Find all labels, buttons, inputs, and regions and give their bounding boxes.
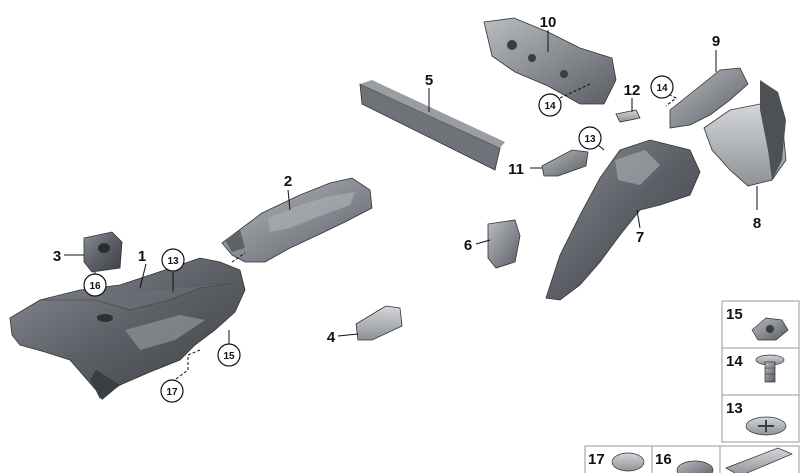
circled-callout-16: 16 [83,273,107,297]
part-11-plate[interactable] [541,149,589,177]
part-3-bracket[interactable] [83,231,123,273]
part-5-foam-strip[interactable] [359,80,505,171]
callout-labels: 1 2 3 4 5 6 7 8 9 10 11 12 [53,14,761,346]
callout-6: 6 [464,237,472,254]
push-rivet-icon [755,354,785,383]
legend-item-foam[interactable] [719,445,800,473]
part-2-exhaust-heat-shield[interactable] [221,177,373,263]
circled-callout-13a: 13 [161,248,185,272]
callout-8: 8 [753,215,761,232]
svg-text:15: 15 [726,306,743,323]
legend-item-13[interactable]: 13 [721,394,800,443]
circled-callout-15: 15 [217,343,241,367]
foam-strip-icon [725,447,793,473]
callout-5: 5 [425,72,433,89]
svg-text:17: 17 [588,451,605,468]
circled-callout-13b: 13 [578,126,602,150]
svg-text:14: 14 [726,353,743,370]
plug-clip-icon [745,416,787,436]
part-8-rear-housing[interactable] [703,80,787,187]
callout-11: 11 [508,161,524,178]
callout-12: 12 [624,82,641,99]
svg-text:14: 14 [544,101,556,112]
callout-10: 10 [540,14,557,31]
svg-text:13: 13 [167,256,179,267]
svg-text:13: 13 [726,400,743,417]
legend-item-15[interactable]: 15 [721,300,800,349]
svg-text:14: 14 [656,83,668,94]
expansion-clip-icon [676,460,714,473]
legend-item-17[interactable]: 17 [584,445,653,473]
circled-callout-14b: 14 [650,75,674,99]
callout-7: 7 [636,229,644,246]
callout-4: 4 [327,329,336,346]
circled-callout-17: 17 [160,379,184,403]
part-6-block[interactable] [487,219,521,269]
svg-text:16: 16 [89,281,101,292]
round-cap-icon [611,452,645,472]
callout-1: 1 [138,248,146,265]
svg-text:17: 17 [166,387,178,398]
part-4-insulation-pad[interactable] [355,305,403,341]
legend-item-14[interactable]: 14 [721,347,800,396]
callout-2: 2 [284,173,292,190]
circled-callout-14a: 14 [538,93,562,117]
part-7-side-insulation[interactable] [545,139,701,301]
part-1-tunnel-heat-shield[interactable] [9,257,246,400]
fastener-legend: 15 14 13 17 [584,300,800,473]
svg-text:15: 15 [223,351,235,362]
svg-text:16: 16 [655,451,672,468]
legend-item-16[interactable]: 16 [651,445,721,473]
part-10-dash-panel[interactable] [483,17,617,105]
part-12-clip[interactable] [615,109,641,123]
callout-9: 9 [712,33,720,50]
part-9-upper-bracket[interactable] [669,67,749,129]
svg-text:13: 13 [584,134,596,145]
callout-3: 3 [53,248,61,265]
